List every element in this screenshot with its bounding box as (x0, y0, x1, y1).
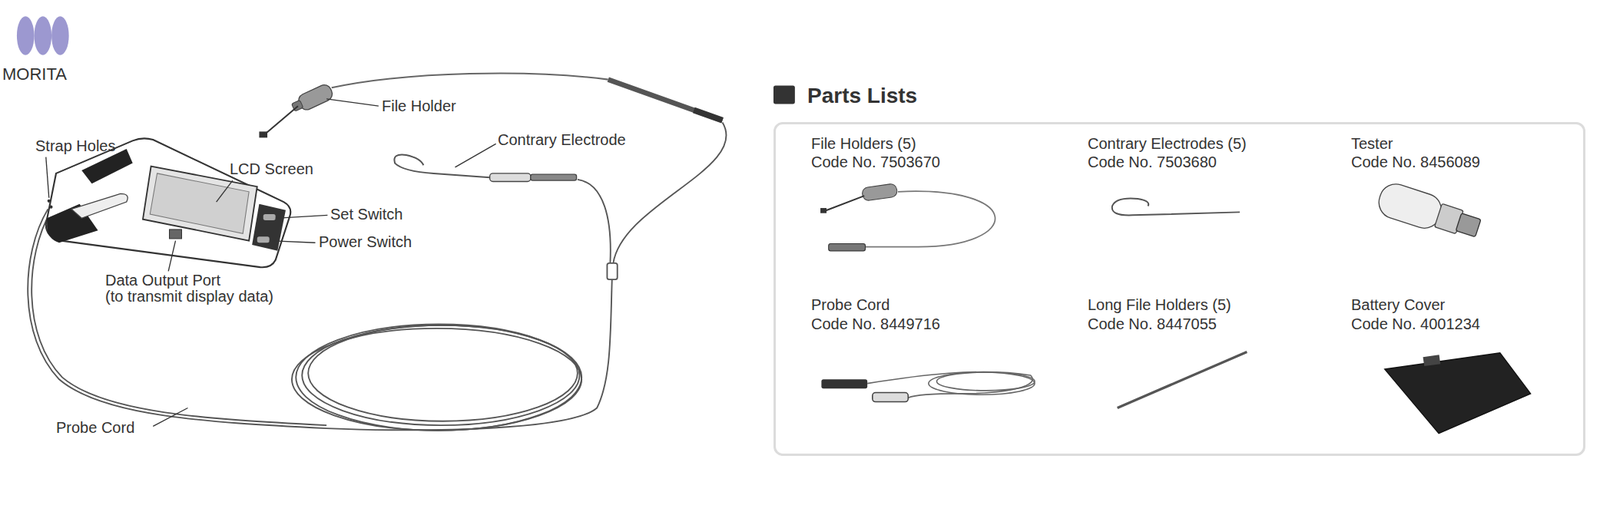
probe-cord (308, 325, 578, 422)
logo-mark (16, 16, 35, 55)
probe-cord (27, 122, 726, 431)
file-holder (264, 106, 299, 135)
part-label: Probe Cord (56, 419, 135, 438)
device-body (263, 214, 276, 221)
probe-cord (301, 325, 580, 426)
part-probe-cord (928, 372, 1035, 395)
file-holder (608, 79, 723, 121)
logo-text: MORITA (2, 64, 67, 84)
logo-mark (16, 16, 70, 55)
leader-line (216, 180, 233, 203)
part-label: Data Output Port (to transmit display da… (105, 272, 274, 305)
part-name: File Holders (5) (811, 135, 917, 153)
device-body (169, 229, 183, 239)
contrary-electrode (490, 173, 531, 183)
device-body (47, 199, 51, 203)
part-file-holder (820, 208, 827, 214)
probe-cord (295, 324, 582, 431)
file-holder (258, 73, 723, 139)
contrary-electrode (394, 155, 490, 179)
part-name: Tester (1351, 135, 1393, 153)
device-body (142, 166, 258, 242)
leader-line (454, 143, 496, 168)
part-label: Contrary Electrode (497, 131, 627, 150)
part-file-holder (861, 183, 898, 202)
part-battery-cover (1423, 354, 1441, 367)
device-body (251, 204, 286, 252)
part-contrary-electrode (1112, 198, 1240, 216)
device-body (149, 173, 249, 234)
probe-cord (606, 263, 617, 280)
part-label: Set Switch (330, 205, 403, 224)
logo-mark (34, 16, 53, 55)
file-holder (258, 131, 268, 138)
part-label: File Holder (381, 97, 457, 116)
logo-mark (51, 16, 70, 55)
device-body (46, 138, 291, 268)
file-holder (693, 110, 723, 121)
device-body (46, 138, 291, 268)
leader-line (269, 241, 316, 244)
part-battery-cover (1384, 353, 1531, 434)
code-number: Code No. 4001234 (1351, 315, 1481, 334)
part-name: Contrary Electrodes (5) (1087, 135, 1247, 153)
part-file-holder (865, 191, 996, 247)
code-number: Code No. 8447055 (1087, 315, 1217, 334)
part-probe-cord (821, 379, 868, 389)
code-number: Code No. 8449716 (811, 315, 941, 334)
section-heading: Parts Lists (807, 83, 918, 109)
part-long-file-holder (1117, 351, 1248, 408)
device-body (71, 193, 128, 219)
contrary-electrode (394, 155, 577, 183)
leader-line (46, 157, 50, 199)
leader-line (152, 407, 188, 427)
part-name: Long File Holders (5) (1087, 296, 1232, 315)
file-holder (331, 73, 609, 89)
part-probe-cord (821, 372, 1035, 403)
part-probe-cord (937, 372, 1036, 391)
probe-cord (577, 179, 611, 264)
leader-line (168, 241, 176, 272)
part-tester (1455, 213, 1481, 238)
leader-line (275, 215, 328, 219)
code-number: Code No. 7503680 (1087, 153, 1217, 172)
leader-line (326, 99, 379, 107)
part-file-holder (820, 183, 995, 252)
contrary-electrode (530, 174, 577, 181)
probe-cord (612, 122, 726, 263)
part-name: Probe Cord (811, 296, 890, 315)
part-file-holder (824, 195, 865, 212)
part-name: Battery Cover (1351, 296, 1445, 315)
part-label: LCD Screen (229, 160, 314, 179)
part-label: Strap Holes (35, 137, 116, 156)
device-body (257, 236, 270, 243)
part-file-holder (828, 244, 866, 252)
parts-panel: Parts Lists (773, 122, 1586, 457)
code-number: Code No. 7503670 (811, 153, 941, 172)
code-number: Code No. 8456089 (1351, 153, 1481, 172)
part-battery-cover (1384, 353, 1531, 434)
heading-square (773, 86, 796, 105)
device-body (49, 205, 53, 209)
part-label: Power Switch (318, 233, 412, 252)
part-tester (1374, 179, 1485, 245)
part-probe-cord (872, 393, 908, 403)
part-contrary-electrode (1112, 198, 1240, 216)
